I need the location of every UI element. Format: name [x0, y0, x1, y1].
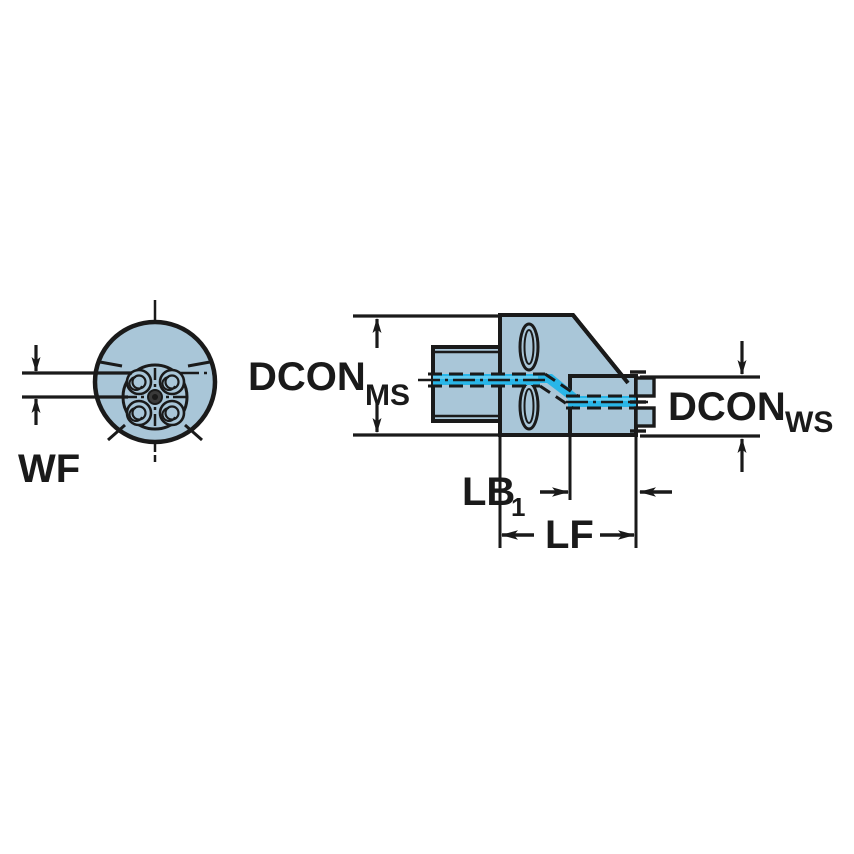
end-view-group: WF: [18, 300, 218, 491]
coolant-hidden-lines: [428, 372, 640, 410]
lb1-subscript: 1: [511, 492, 525, 522]
dcon-ms-extension-lines: [353, 314, 512, 437]
coolant-hole-group: [125, 368, 186, 427]
wf-label: WF: [18, 447, 80, 491]
side-view-centerline: [418, 378, 648, 404]
dcon-ms-subscript: MS: [365, 379, 410, 412]
coupling-tab-group: [630, 370, 656, 433]
dcon-ws-subscript: WS: [785, 406, 833, 439]
lf-label: LF: [545, 513, 594, 557]
coupling-tab: [634, 406, 656, 428]
flange-slot: [518, 322, 540, 372]
coolant-hole: [158, 399, 186, 427]
dcon-ws-label: DCON: [668, 385, 786, 429]
coolant-hole: [125, 399, 153, 427]
coolant-hidden-angled-lines: [539, 372, 579, 410]
side-view-group: [353, 313, 760, 548]
coupling-tab: [634, 376, 656, 398]
dcon-ms-label: DCON: [248, 355, 366, 399]
wf-extension-lines: [22, 371, 132, 399]
flange-slope-edge: [571, 313, 630, 385]
coolant-hole: [158, 368, 186, 396]
dimension-witness-lines: [498, 436, 638, 548]
lb1-label: LB: [462, 470, 515, 514]
coolant-hole: [125, 368, 153, 396]
dcon-ws-extension-lines: [640, 375, 760, 438]
center-hub: [147, 389, 163, 405]
label-group: DCON MS DCON WS LB 1 LF: [248, 355, 833, 557]
end-view-diagonal-marks: [99, 360, 211, 442]
